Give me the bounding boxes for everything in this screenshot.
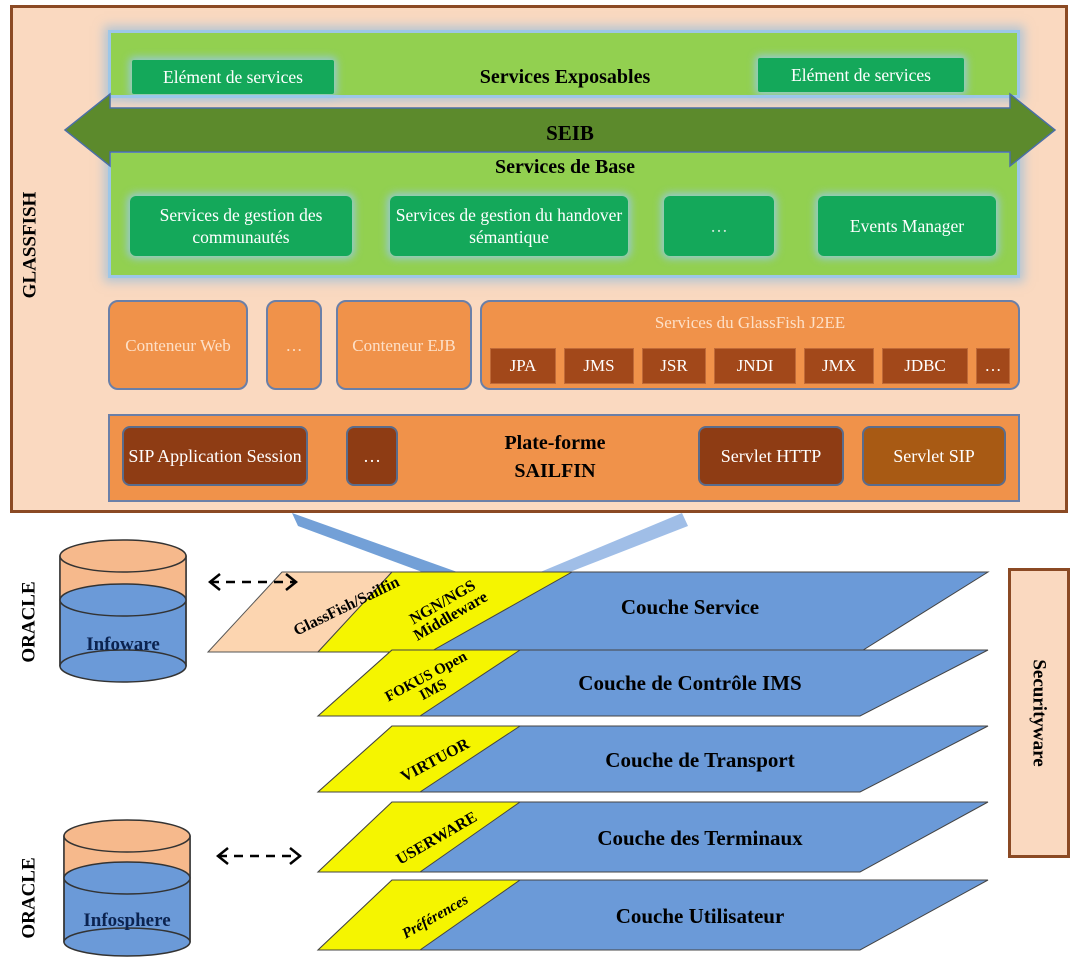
securityware-label-wrap: Securityware [1008, 659, 1070, 766]
oracle-label-top: ORACLE [19, 581, 41, 663]
sailfin-title-line2: SAILFIN [514, 459, 596, 482]
jsr-cell: JSR [642, 348, 706, 384]
ngn-tag-wrap: NGN/NGS Middleware [372, 577, 522, 644]
services-base-title: Services de Base [495, 155, 635, 178]
servlet-sip-box: Servlet SIP [862, 426, 1006, 486]
ejb-container-box: Conteneur EJB [336, 300, 472, 390]
jdbc-cell: JDBC [882, 348, 968, 384]
infoware-link-arrow [207, 573, 299, 591]
sailfin-ellipsis-box: … [346, 426, 398, 486]
j2ee-ellipsis-cell: … [976, 348, 1010, 384]
community-services-box: Services de gestion des communautés [130, 196, 352, 256]
sip-session-box: SIP Application Session [122, 426, 308, 486]
couche-terminaux-label: Couche des Terminaux [597, 825, 803, 850]
layer-terminals-tag-band [316, 801, 522, 873]
couche-service-label: Couche Service [620, 594, 760, 619]
sailfin-title-line1: Plate-forme [504, 431, 606, 454]
jndi-cell: JNDI [714, 348, 796, 384]
layer-transport-tag-band [316, 725, 522, 793]
jpa-cell: JPA [490, 348, 556, 384]
service-element-right: Elément de services [758, 58, 964, 92]
infosphere-link-arrow [215, 847, 303, 865]
securityware-box [1008, 568, 1070, 858]
j2ee-services-title: Services du GlassFish J2EE [654, 313, 846, 332]
base-services-ellipsis-box: … [664, 196, 774, 256]
virtuor-tag-wrap: VIRTUOR [380, 735, 490, 785]
layer-control-tag-band [316, 649, 522, 717]
jms-cell: JMS [564, 348, 634, 384]
couche-utilisateur-label: Couche Utilisateur [615, 903, 785, 928]
handover-services-box: Services de gestion du handover sémantiq… [390, 196, 628, 256]
seib-arrow [63, 92, 1057, 168]
seib-label: SEIB [546, 120, 594, 145]
couche-controle-label: Couche de Contrôle IMS [578, 670, 802, 695]
userware-tag-wrap: USERWARE [372, 809, 502, 869]
web-container-box: Conteneur Web [108, 300, 248, 390]
infosphere-label: Infosphere [83, 910, 171, 931]
jmx-cell: JMX [804, 348, 874, 384]
events-manager-box: Events Manager [818, 196, 996, 256]
oracle-label-top-wrap: ORACLE [0, 581, 60, 663]
oracle-label-bottom: ORACLE [19, 857, 41, 939]
oracle-label-bottom-wrap: ORACLE [0, 857, 60, 939]
infoware-label: Infoware [86, 634, 160, 655]
securityware-label: Securityware [1029, 659, 1051, 767]
couche-transport-label: Couche de Transport [605, 747, 795, 772]
containers-ellipsis-box: … [266, 300, 322, 390]
layer-user-tag-band [316, 879, 522, 951]
infoware-database-icon [59, 539, 187, 683]
preferences-tag-wrap: Préférences [376, 891, 496, 942]
services-exposables-title: Services Exposables [479, 65, 651, 88]
fokus-tag-wrap: FOKUS Open IMS [370, 649, 490, 706]
servlet-http-box: Servlet HTTP [698, 426, 844, 486]
infosphere-database-icon [63, 819, 191, 957]
service-element-left: Elément de services [132, 60, 334, 94]
